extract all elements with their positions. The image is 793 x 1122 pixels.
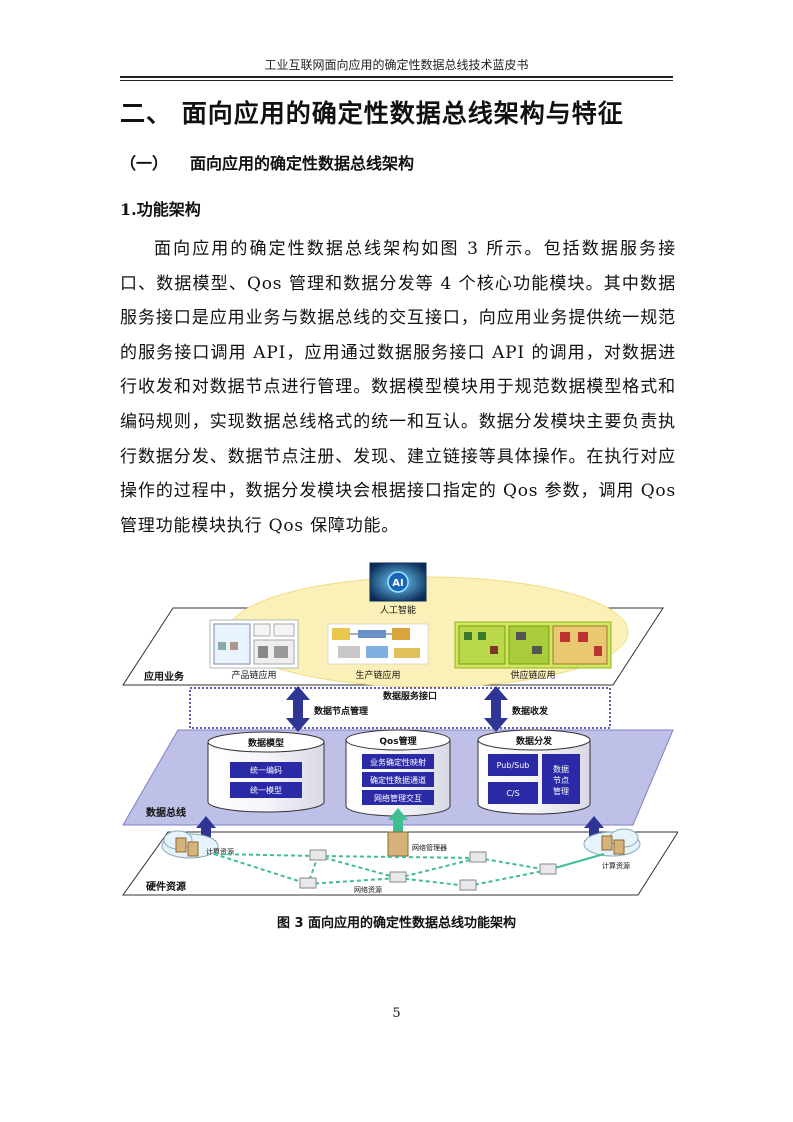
production-chain-image (327, 623, 429, 665)
data-txrx-arrow (484, 686, 508, 732)
pubsub-box (488, 754, 538, 776)
right-cloud-icon (583, 828, 641, 857)
ai-circle (387, 571, 409, 593)
unified-model-label: 统一模型 (250, 785, 282, 795)
supply-chain-image (454, 621, 612, 669)
pubsub-label: Pub/Sub (497, 761, 530, 770)
section-title: 二、 面向应用的确定性数据总线架构与特征 (120, 99, 624, 128)
header-rule (120, 76, 673, 78)
service-interface-box (189, 687, 611, 729)
node-mgmt-v-3: 管理 (553, 786, 569, 796)
network-resource-label: 网络资源 (354, 885, 382, 894)
ai-badge: AI (392, 578, 403, 589)
left-compute-label: 计算资源 (206, 847, 234, 856)
right-compute-label: 计算资源 (602, 861, 630, 870)
architecture-figure: 应用业务 AI 人工智能 产品链应用 生产链应用 (118, 560, 679, 900)
running-header: 工业互联网面向应用的确定性数据总线技术蓝皮书 (264, 58, 529, 72)
node-mgmt-v-box (542, 754, 580, 804)
service-interface-label: 数据服务接口 (383, 690, 437, 702)
subsection-number: （一） (120, 154, 169, 173)
qos-item1-box (362, 754, 434, 769)
unified-encoding-label: 统一编码 (250, 765, 282, 775)
data-dist-label: 数据分发 (516, 735, 553, 747)
subsection-title: 面向应用的确定性数据总线架构 (190, 154, 415, 173)
switch-icons (299, 849, 557, 891)
qos-item1-label: 业务确定性映射 (370, 757, 426, 767)
cs-box (488, 782, 538, 804)
cs-label: C/S (506, 789, 519, 798)
body-paragraph: 面向应用的确定性数据总线架构如图 3 所示。包括数据服务接口、数据模型、Qos … (120, 239, 676, 536)
qos-item2-label: 确定性数据通道 (370, 775, 426, 785)
app-layer-label: 应用业务 (144, 670, 185, 683)
bus-layer-label: 数据总线 (146, 806, 186, 819)
supply-chain-label: 供应链应用 (510, 669, 555, 681)
unified-encoding-box (230, 762, 302, 778)
unified-model-box (230, 782, 302, 798)
node-mgmt-label: 数据节点管理 (314, 705, 368, 717)
subsubsection-title: 1.功能架构 (120, 200, 201, 219)
network-manager-arrow (388, 808, 408, 832)
qos-item3-label: 网络管理交互 (374, 793, 422, 803)
data-model-label: 数据模型 (248, 737, 284, 749)
data-txrx-label: 数据收发 (512, 705, 549, 717)
hw-layer-label: 硬件资源 (146, 880, 186, 893)
hardware-plane (122, 831, 679, 896)
product-chain-image (209, 619, 299, 669)
subsection-heading: （一） 面向应用的确定性数据总线架构 (120, 150, 414, 174)
node-mgmt-arrow (286, 686, 310, 732)
architecture-diagram: 应用业务 AI 人工智能 产品链应用 生产链应用 (122, 562, 679, 896)
qos-label: Qos管理 (379, 735, 416, 747)
left-cloud-icon (161, 830, 219, 859)
node-mgmt-v-2: 节点 (553, 776, 569, 785)
network-manager-label: 网络管理器 (412, 843, 447, 852)
figure-caption: 图 3 面向应用的确定性数据总线功能架构 (276, 916, 517, 931)
page-number: 5 (392, 1006, 401, 1021)
product-chain-label: 产品链应用 (231, 669, 276, 681)
network-manager-server-icon (387, 831, 409, 857)
production-chain-label: 生产链应用 (355, 669, 400, 681)
qos-item2-box (362, 772, 434, 787)
node-mgmt-v-1: 数据 (553, 764, 569, 774)
header-rule-thin (120, 80, 673, 81)
right-net-link (547, 853, 605, 871)
qos-item3-box (362, 790, 434, 805)
ai-label: 人工智能 (380, 604, 416, 616)
